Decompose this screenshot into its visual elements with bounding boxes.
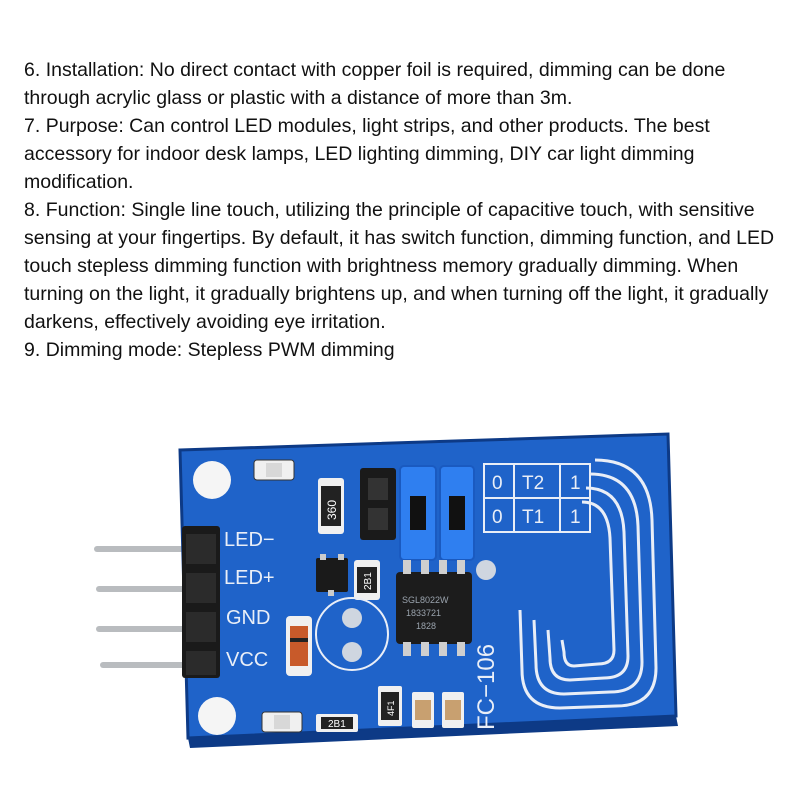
jumper-t2-left: 0 — [492, 473, 503, 494]
ic-marking-2: 1833721 — [406, 608, 441, 618]
round-test-pads — [315, 597, 389, 671]
product-photo-touch-dimmer-board: LED− LED+ GND VCC 360 0 T2 — [90, 430, 690, 760]
jumper-setting-table — [483, 463, 591, 533]
resistor-2b1-bottom-label: 2B1 — [328, 719, 346, 730]
model-label: FC−106 — [473, 644, 500, 730]
ic-marking-1: SGL8022W — [402, 595, 449, 605]
pin-label-gnd: GND — [226, 607, 270, 629]
pin-label-led-plus: LED+ — [224, 567, 275, 589]
ic-marking-3: 1828 — [416, 621, 436, 631]
spec-item-6: 6. Installation: No direct contact with … — [24, 59, 726, 109]
spec-item-9: 9. Dimming mode: Stepless PWM dimming — [24, 339, 395, 361]
resistor-label: 360 — [325, 500, 339, 520]
pin-label-led-minus: LED− — [224, 529, 275, 551]
pcb-illustration: LED− LED+ GND VCC 360 0 T2 — [94, 432, 678, 748]
capacitor — [286, 616, 312, 676]
touch-pad-traces — [518, 458, 658, 710]
jumper-t1-left: 0 — [492, 507, 503, 528]
via-pad — [476, 560, 496, 580]
jumper-t1-right: 1 — [570, 507, 581, 528]
jumper-t2-right: 1 — [570, 473, 581, 494]
resistor-2b1-mid-label: 2B1 — [363, 572, 374, 590]
pin-label-vcc: VCC — [226, 649, 268, 671]
header-pins — [94, 546, 206, 668]
jumper-t1-name: T1 — [522, 507, 544, 528]
spec-text-block: 6. Installation: No direct contact with … — [24, 56, 784, 364]
spec-item-8: 8. Function: Single line touch, utilizin… — [24, 199, 775, 333]
jumper-t2-name: T2 — [522, 473, 544, 494]
dimmer-ic: SGL8022W 1833721 1828 — [396, 560, 472, 656]
spec-item-7: 7. Purpose: Can control LED modules, lig… — [24, 115, 710, 193]
resistor-4f1-label: 4F1 — [386, 700, 396, 716]
mounting-hole-bottom — [198, 697, 236, 735]
transistor — [316, 558, 348, 592]
mounting-hole-top — [193, 461, 231, 499]
